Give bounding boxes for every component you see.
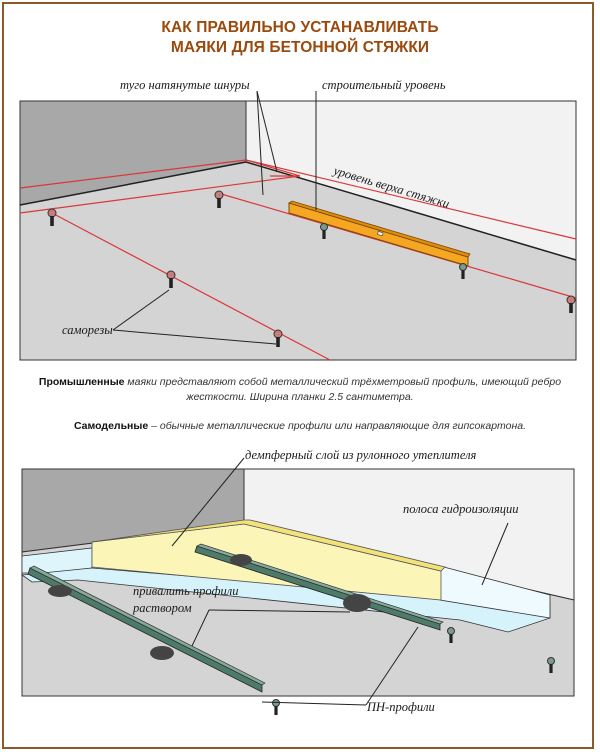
string-line-back	[217, 192, 577, 299]
screw-icon	[166, 270, 176, 288]
beacons-string-diagram: туго натянутые шнуры строительный уровен…	[19, 78, 577, 361]
label-waterproofing: полоса гидроизоляции	[403, 502, 519, 516]
label-screws: саморезы	[62, 323, 113, 337]
pn-profile-left	[27, 565, 266, 693]
title-line-2: МАЯКИ ДЛЯ БЕТОННОЙ СТЯЖКИ	[170, 39, 430, 56]
label-strings: туго натянутые шнуры	[120, 78, 250, 92]
page-title: КАК ПРАВИЛЬНО УСТАНАВЛИВАТЬ МАЯКИ ДЛЯ БЕ…	[0, 18, 600, 58]
label-mortar-line-2: раствором	[132, 601, 192, 615]
string-line-front	[19, 175, 301, 214]
string-line-diagonal	[51, 212, 331, 361]
screw-icon	[320, 223, 328, 239]
title-line-1: КАК ПРАВИЛЬНО УСТАНАВЛИВАТЬ	[161, 19, 439, 36]
screw-icon	[459, 263, 467, 279]
screw-icon	[566, 295, 576, 313]
label-damper: демпферный слой из рулонного утеплителя	[245, 448, 477, 462]
screw-icon	[47, 208, 57, 226]
damper-profile-diagram: демпферный слой из рулонного утеплителя …	[20, 448, 575, 715]
screw-icon	[273, 329, 283, 347]
text-homemade: – обычные металлические профили или напр…	[148, 420, 527, 432]
label-profiles: ПН-профили	[366, 700, 435, 714]
screw-icon	[547, 657, 555, 673]
text-industrial-2: жесткости. Ширина планки 2.5 сантиметра.	[186, 391, 414, 403]
mortar-blob	[48, 585, 72, 597]
label-level-tool: строительный уровень	[322, 78, 446, 92]
mortar-blob	[150, 646, 174, 660]
text-industrial-1: маяки представляют собой металлический т…	[124, 376, 562, 388]
mortar-blob	[230, 554, 252, 566]
wall-level-line-left	[19, 159, 247, 189]
screw-icon	[272, 699, 280, 715]
screw-icon	[447, 627, 455, 643]
spirit-level-icon	[288, 200, 471, 267]
note-homemade: Самодельные – обычные металлические проф…	[0, 419, 600, 434]
term-industrial: Промышленные	[38, 376, 125, 388]
term-homemade: Самодельные	[73, 420, 149, 432]
wall-level-line-right	[245, 159, 577, 240]
screw-icon	[214, 190, 224, 208]
damper-strip	[91, 519, 446, 601]
mortar-blob	[343, 594, 371, 612]
note-industrial: Промышленные маяки представляют собой ме…	[0, 375, 600, 405]
label-mortar-line-1: привалить профили	[133, 584, 238, 598]
